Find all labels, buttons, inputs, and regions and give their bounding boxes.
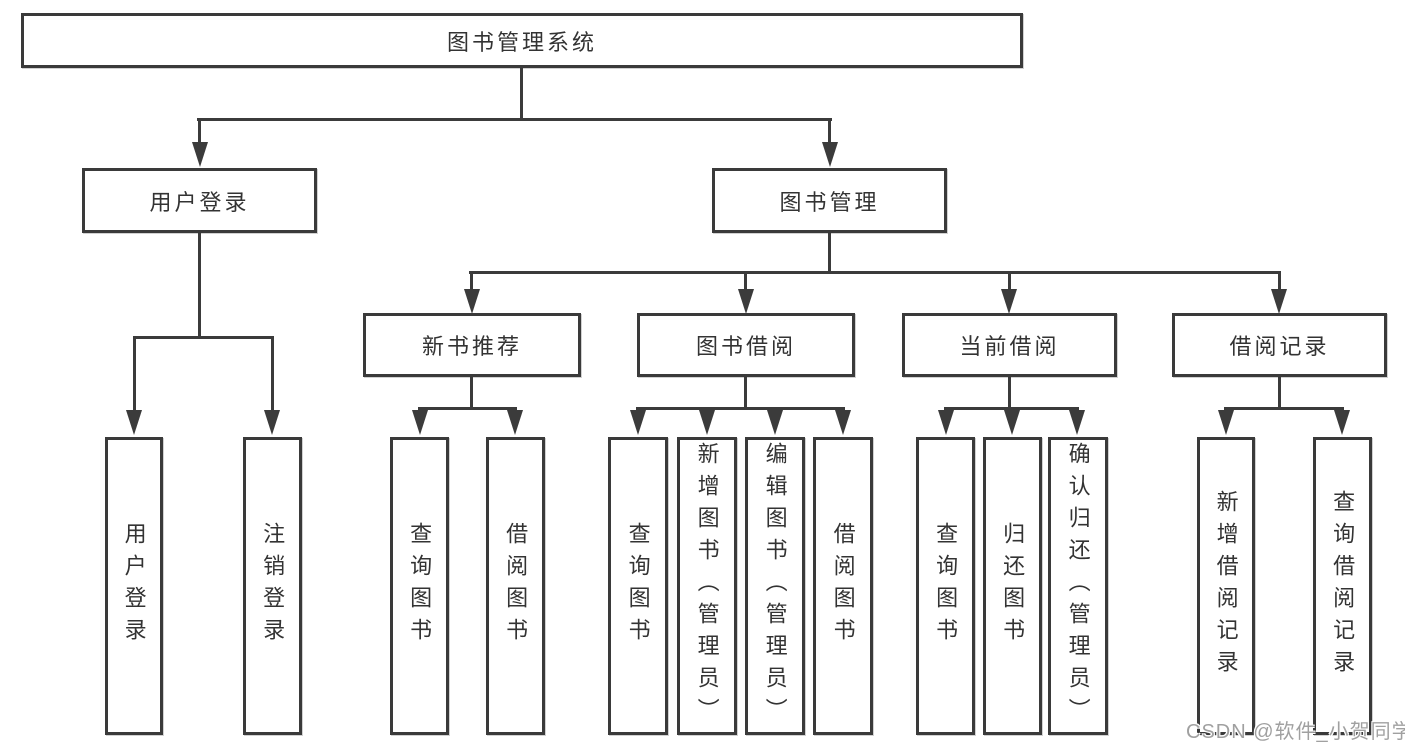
- leaf-return-book: 归还图书: [983, 437, 1042, 735]
- node-borrow-records: 借阅记录: [1172, 313, 1387, 377]
- connector-stem: [470, 271, 473, 291]
- node-user-login: 用户登录: [82, 168, 317, 233]
- leaf-borrow-book-newrec: 借阅图书: [486, 437, 545, 735]
- connector-user-login-drop: [198, 233, 201, 337]
- connector-stem: [133, 336, 136, 412]
- connector-stem: [1278, 271, 1281, 291]
- leaf-label: 确认归还（管理员）: [1065, 442, 1091, 730]
- arrow-down-icon: [1334, 410, 1350, 435]
- leaf-label: 注销登录: [260, 522, 286, 650]
- connector-stem: [744, 271, 747, 291]
- leaf-query-book-current: 查询图书: [916, 437, 975, 735]
- connector-bus: [1224, 407, 1344, 410]
- node-label: 新书推荐: [421, 334, 522, 359]
- arrow-down-icon: [464, 289, 480, 314]
- leaf-confirm-return-admin: 确认归还（管理员）: [1048, 437, 1108, 735]
- node-label: 图书管理: [779, 189, 880, 215]
- arrow-down-icon: [738, 289, 754, 314]
- connector-drop: [1278, 377, 1281, 410]
- leaf-label: 查询图书: [933, 522, 959, 650]
- connector-drop: [1008, 377, 1011, 410]
- arrow-down-icon: [630, 410, 646, 435]
- leaf-label: 用户登录: [121, 522, 147, 650]
- arrow-down-icon: [767, 410, 783, 435]
- leaf-add-book-admin: 新增图书（管理员）: [677, 437, 737, 735]
- arrow-down-icon: [835, 410, 851, 435]
- arrow-down-icon: [1004, 410, 1020, 435]
- arrow-down-icon: [1271, 289, 1287, 314]
- connector-drop: [744, 377, 747, 410]
- connector-user-login-bus: [133, 336, 274, 339]
- arrow-down-icon: [126, 410, 142, 435]
- connector-stem: [1008, 271, 1011, 291]
- connector-stem: [828, 118, 831, 144]
- leaf-query-borrow-record: 查询借阅记录: [1313, 437, 1372, 735]
- connector-book-mgmt-drop: [828, 233, 831, 273]
- leaf-label: 查询图书: [407, 522, 433, 650]
- arrow-down-icon: [192, 142, 208, 167]
- leaf-borrow-book: 借阅图书: [813, 437, 873, 735]
- leaf-label: 查询图书: [625, 522, 651, 650]
- connector-level2-bus: [197, 118, 832, 121]
- connector-root-drop: [520, 67, 523, 118]
- leaf-edit-book-admin: 编辑图书（管理员）: [745, 437, 805, 735]
- arrow-down-icon: [699, 410, 715, 435]
- connector-drop: [470, 377, 473, 410]
- connector-bus: [418, 407, 517, 410]
- arrow-down-icon: [1069, 410, 1085, 435]
- arrow-down-icon: [938, 410, 954, 435]
- node-book-borrow: 图书借阅: [637, 313, 855, 377]
- leaf-label: 新增借阅记录: [1213, 490, 1239, 682]
- leaf-label: 编辑图书（管理员）: [762, 442, 788, 730]
- connector-stem: [198, 118, 201, 144]
- node-label: 借阅记录: [1229, 334, 1330, 359]
- leaf-query-book-borrow: 查询图书: [608, 437, 668, 735]
- node-root-label: 图书管理系统: [446, 29, 597, 55]
- arrow-down-icon: [1218, 410, 1234, 435]
- leaf-user-login: 用户登录: [105, 437, 163, 735]
- node-label: 图书借阅: [695, 334, 796, 359]
- leaf-add-borrow-record: 新增借阅记录: [1197, 437, 1255, 735]
- arrow-down-icon: [412, 410, 428, 435]
- arrow-down-icon: [264, 410, 280, 435]
- node-root: 图书管理系统: [21, 13, 1023, 68]
- leaf-label: 新增图书（管理员）: [694, 442, 720, 730]
- leaf-label: 借阅图书: [503, 522, 529, 650]
- connector-bus: [944, 407, 1079, 410]
- node-label: 当前借阅: [959, 334, 1060, 359]
- connector-level3-bus: [469, 271, 1281, 274]
- node-new-book-recommend: 新书推荐: [363, 313, 581, 377]
- csdn-watermark: CSDN @软件_小贺同学: [1186, 721, 1405, 743]
- connector-stem: [271, 336, 274, 412]
- connector-bus: [636, 407, 845, 410]
- node-current-borrow: 当前借阅: [902, 313, 1117, 377]
- arrow-down-icon: [822, 142, 838, 167]
- arrow-down-icon: [1001, 289, 1017, 314]
- arrow-down-icon: [507, 410, 523, 435]
- leaf-query-book-newrec: 查询图书: [390, 437, 449, 735]
- leaf-label: 查询借阅记录: [1330, 490, 1356, 682]
- leaf-logout: 注销登录: [243, 437, 302, 735]
- node-label: 用户登录: [149, 189, 250, 215]
- leaf-label: 归还图书: [1000, 522, 1026, 650]
- node-book-mgmt: 图书管理: [712, 168, 947, 233]
- leaf-label: 借阅图书: [830, 522, 856, 650]
